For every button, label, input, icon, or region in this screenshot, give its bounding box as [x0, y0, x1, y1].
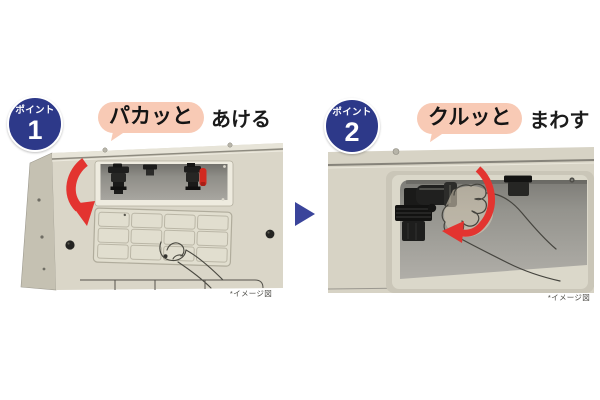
step-1-onomatopoeia-bubble: パカッと: [98, 102, 204, 142]
screw-icon: [392, 148, 400, 155]
step-2-action-text: まわす: [529, 110, 590, 133]
step-2-headline: クルッと まわす: [417, 103, 590, 143]
image-disclaimer: *イメージ図: [547, 293, 590, 302]
step-1-badge: ポイント 1: [7, 96, 63, 152]
shutoff-valve-left: [108, 163, 129, 194]
step-1-highlight-text: パカッと: [109, 105, 193, 128]
image-disclaimer: *イメージ図: [229, 289, 272, 298]
drain-valve: [395, 182, 457, 241]
hand-outline: [159, 241, 224, 289]
step-1-headline: パカッと あける: [98, 102, 271, 142]
hand-outline: [441, 183, 561, 282]
base-outline: [80, 279, 264, 290]
step-2-highlight-text: クルッと: [428, 106, 512, 129]
cover-screw: [163, 254, 168, 259]
service-recess: [386, 166, 594, 293]
pipe-fitting-center: [143, 164, 157, 176]
rotation-arrow-icon: [442, 166, 496, 243]
next-step-arrow-icon: [295, 202, 315, 226]
step-1-badge-number: 1: [27, 114, 43, 145]
opened-cover-panel: [92, 207, 233, 267]
step-2-badge: ポイント 2: [324, 98, 380, 154]
step-2-badge-number: 2: [344, 116, 360, 147]
bubble-tail: [430, 129, 445, 143]
drain-valve-with-red-handle: [184, 163, 207, 190]
service-hatch: [94, 160, 234, 207]
open-down-arrow-icon: [66, 158, 95, 226]
step-1-illustration: [20, 142, 284, 291]
panel-knob: [65, 240, 75, 250]
step-2-badge-label: ポイント: [332, 107, 372, 119]
red-valve-handle: [199, 168, 207, 186]
valve-cap: [402, 221, 425, 241]
screw-icon: [102, 142, 233, 153]
step-2-onomatopoeia-bubble: クルッと: [417, 103, 523, 143]
step-1-action-text: あける: [211, 109, 271, 132]
panel-knob: [265, 229, 275, 239]
step-2-illustration: [328, 147, 594, 293]
step-1-badge-label: ポイント: [15, 105, 55, 117]
pipe-fitting-right: [504, 175, 532, 196]
